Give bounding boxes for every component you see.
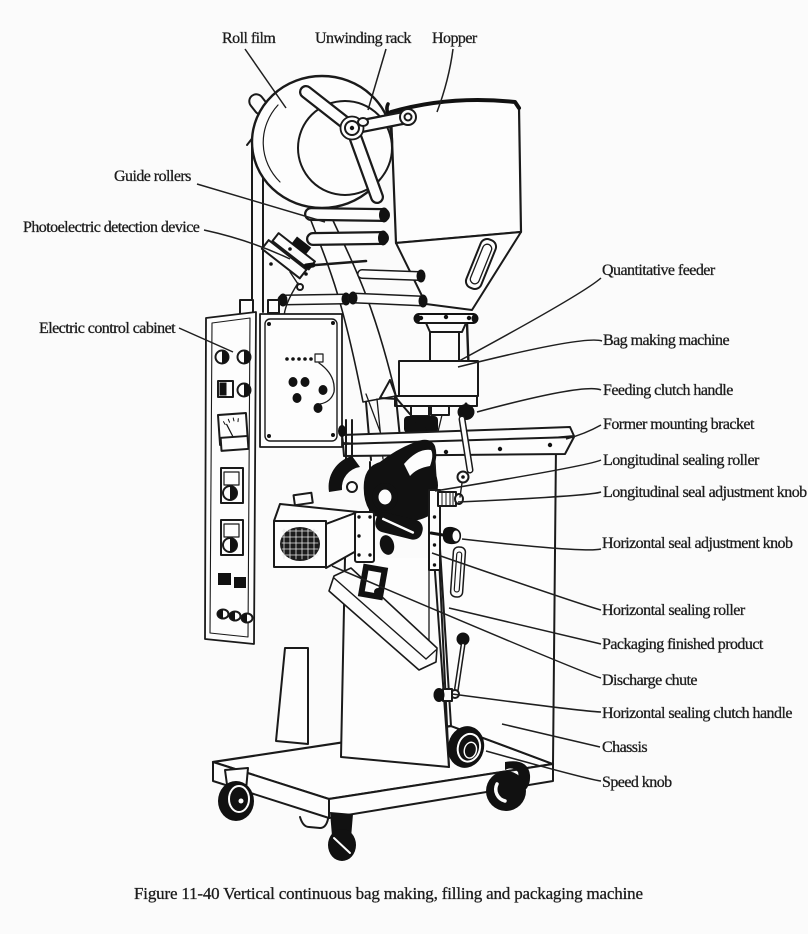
- svg-text:Figure 11-40 Vertical continuo: Figure 11-40 Vertical continuous bag mak…: [134, 884, 643, 903]
- svg-text:Former mounting bracket: Former mounting bracket: [603, 416, 755, 433]
- svg-text:Discharge chute: Discharge chute: [602, 672, 697, 689]
- svg-text:Hopper: Hopper: [432, 30, 478, 47]
- svg-text:Packaging finished product: Packaging finished product: [602, 636, 764, 653]
- svg-text:Longitudinal sealing roller: Longitudinal sealing roller: [603, 452, 760, 469]
- svg-text:Photoelectric detection device: Photoelectric detection device: [23, 219, 200, 236]
- svg-text:Horizontal seal adjustment kno: Horizontal seal adjustment knob: [602, 535, 793, 552]
- svg-text:Quantitative feeder: Quantitative feeder: [602, 262, 716, 279]
- svg-text:Longitudinal seal adjustment k: Longitudinal seal adjustment knob: [603, 484, 807, 501]
- svg-text:Electric control cabinet: Electric control cabinet: [39, 320, 176, 337]
- svg-text:Unwinding rack: Unwinding rack: [315, 30, 411, 47]
- svg-text:Bag making machine: Bag making machine: [603, 332, 730, 349]
- svg-text:Speed knob: Speed knob: [602, 774, 672, 791]
- svg-text:Roll film: Roll film: [222, 30, 276, 47]
- svg-text:Chassis: Chassis: [602, 739, 647, 756]
- svg-text:Horizontal sealing clutch hand: Horizontal sealing clutch handle: [602, 705, 792, 722]
- svg-text:Guide rollers: Guide rollers: [114, 168, 191, 185]
- svg-text:Horizontal sealing roller: Horizontal sealing roller: [602, 602, 746, 619]
- svg-text:Feeding clutch handle: Feeding clutch handle: [603, 382, 733, 399]
